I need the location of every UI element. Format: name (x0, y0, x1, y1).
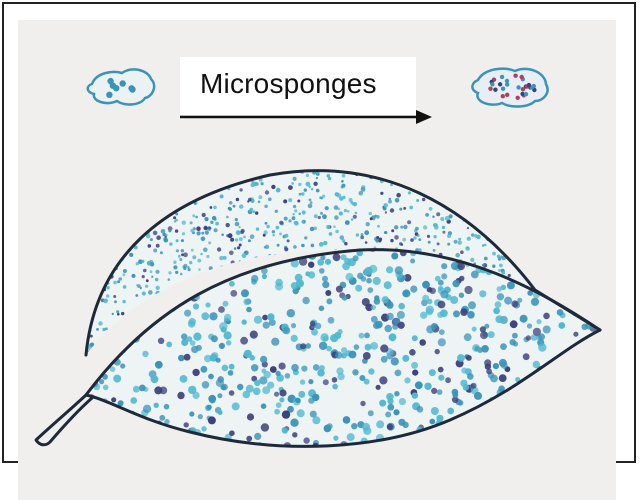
right-arrow-icon (180, 110, 432, 124)
